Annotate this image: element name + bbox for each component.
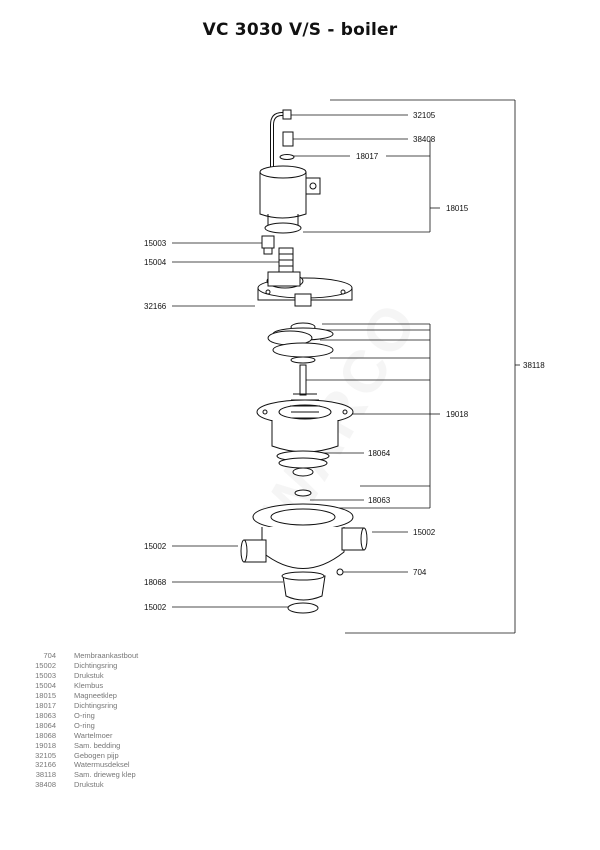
legend-row: 32105 Gebogen pijp [22,751,138,761]
legend-code: 18064 [35,720,56,730]
legend-description: Sam. drieweg klep [74,770,136,780]
legend-description: O-ring [74,710,95,720]
legend-description: Dichtingsring [74,700,118,710]
legend-description: Sam. bedding [74,740,121,750]
legend-code: 32166 [35,760,56,770]
callout-704: 704 [413,568,427,577]
legend-description: Membraankastbout [74,651,139,660]
legend-row: 18063 O-ring [22,711,138,721]
legend-row: 19018 Sam. bedding [22,741,138,751]
legend-row: 38408 Drukstuk [22,780,138,790]
legend-code: 15002 [35,660,56,670]
legend-description: Dichtingsring [74,660,118,670]
legend-description: Magneetklep [74,690,117,700]
legend-code: 38118 [35,770,56,780]
callout-15003: 15003 [144,239,167,248]
legend-code: 15004 [35,680,56,690]
legend-code: 38408 [35,780,56,790]
legend-description: O-ring [74,720,95,730]
callout-32105: 32105 [413,111,436,120]
legend-row: 32166 Watermusdeksel [22,760,138,770]
callout-19018: 19018 [446,410,469,419]
callout-18063: 18063 [368,496,391,505]
callout-18017: 18017 [356,152,379,161]
legend-row: 18015 Magneetklep [22,691,138,701]
legend-code: 18063 [35,710,56,720]
callout-15002-left: 15002 [144,542,167,551]
callout-15004: 15004 [144,258,167,267]
legend-description: Klembus [74,680,104,690]
legend-code: 15003 [35,670,56,680]
legend-row: 15003 Drukstuk [22,671,138,681]
callout-15002-right: 15002 [413,528,436,537]
bracket-38118 [330,99,520,634]
callout-15002-bottom: 15002 [144,603,167,612]
legend-row: 15002 Dichtingsring [22,661,138,671]
legend-description: Gebogen pijp [74,750,119,760]
bracket-18015 [303,140,440,233]
legend-code: 704 [43,651,56,660]
legend-row: 38118 Sam. drieweg klep [22,770,138,780]
legend-code: 18017 [35,700,56,710]
callout-18015: 18015 [446,204,469,213]
legend-code: 19018 [35,740,56,750]
legend-code: 18015 [35,690,56,700]
component-illustration [240,109,368,614]
legend-code: 18068 [35,730,56,740]
legend-row: 15004 Klembus [22,681,138,691]
legend-description: Wartelmoer [74,730,113,740]
legend-description: Drukstuk [74,780,104,790]
legend-description: Drukstuk [74,670,104,680]
legend-row: 18017 Dichtingsring [22,701,138,711]
callout-18064: 18064 [368,449,391,458]
legend-code: 32105 [35,750,56,760]
page-title: VC 3030 V/S - boiler [202,20,398,40]
bracket-19018 [305,323,440,509]
legend-row: 704 Membraankastbout [22,651,138,661]
callout-38118: 38118 [523,361,545,370]
legend-description: Watermusdeksel [74,760,130,770]
callout-32166: 32166 [144,302,167,311]
legend-row: 18064 O-ring [22,721,138,731]
legend-row: 18068 Wartelmoer [22,731,138,741]
callout-18068: 18068 [144,578,167,587]
callout-38408: 38408 [413,135,436,144]
